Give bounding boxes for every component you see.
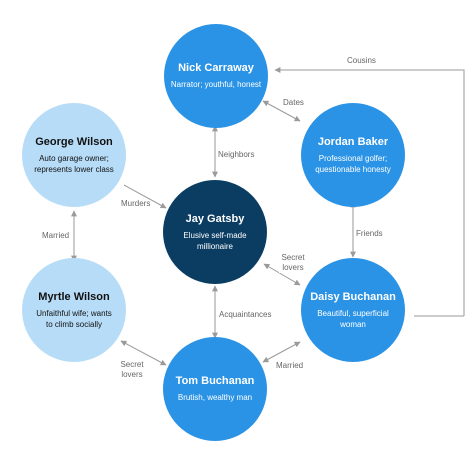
edge-dates — [262, 100, 301, 122]
node-description: Narrator; youthful, honest — [170, 80, 262, 89]
node-description: Unfaithful wife; wants to climb socially — [36, 308, 112, 329]
edge-label-dates: Dates — [283, 98, 304, 108]
edge-label-acquaintances: Acquaintances — [219, 310, 272, 320]
edge-label-secret-lovers-myrtle-tom: Secret lovers — [118, 360, 146, 380]
edge-secret-lovers-jay-daisy — [263, 263, 301, 286]
edge-label-secret-lovers-jay-daisy: Secret lovers — [279, 253, 307, 273]
edge-label-murders: Murders — [121, 199, 151, 208]
node-george-wilson: George Wilson Auto garage owner; represe… — [22, 103, 126, 207]
edge-married-tom-daisy — [262, 341, 301, 363]
edge-label-married-george-myrtle: Married — [42, 231, 70, 241]
node-name: Jay Gatsby — [185, 212, 245, 225]
node-description: Professional golfer; questionable honest… — [315, 153, 391, 174]
node-myrtle-wilson: Myrtle Wilson Unfaithful wife; wants to … — [22, 258, 126, 362]
edge-label-married-tom-daisy: Married — [276, 361, 304, 371]
node-description: Elusive self-made millionaire — [183, 230, 247, 251]
edge-cousins — [274, 67, 465, 316]
node-name: George Wilson — [35, 135, 113, 148]
node-name: Jordan Baker — [317, 135, 389, 148]
edge-murders — [123, 184, 167, 209]
edge-label-friends: Friends — [356, 229, 383, 239]
node-description: Beautiful, superficial woman — [317, 308, 389, 329]
edge-label-neighbors: Neighbors — [218, 150, 255, 160]
node-name: Daisy Buchanan — [310, 290, 396, 303]
node-daisy-buchanan: Daisy Buchanan Beautiful, superficial wo… — [301, 258, 405, 362]
node-description: Brutish, wealthy man — [177, 393, 253, 402]
node-name: Tom Buchanan — [175, 375, 255, 387]
node-name: Nick Carraway — [178, 62, 254, 74]
node-jordan-baker: Jordan Baker Professional golfer; questi… — [301, 103, 405, 207]
edge-secret-lovers-myrtle-tom — [120, 340, 167, 366]
edge-label-cousins: Cousins — [347, 56, 376, 66]
node-description: Auto garage owner; represents lower clas… — [34, 153, 114, 174]
node-tom-buchanan: Tom Buchanan Brutish, wealthy man — [163, 337, 267, 441]
node-nick-carraway: Nick Carraway Narrator; youthful, honest — [164, 24, 268, 128]
node-name: Myrtle Wilson — [38, 290, 110, 303]
node-jay-gatsby: Jay Gatsby Elusive self-made millionaire — [163, 180, 267, 284]
